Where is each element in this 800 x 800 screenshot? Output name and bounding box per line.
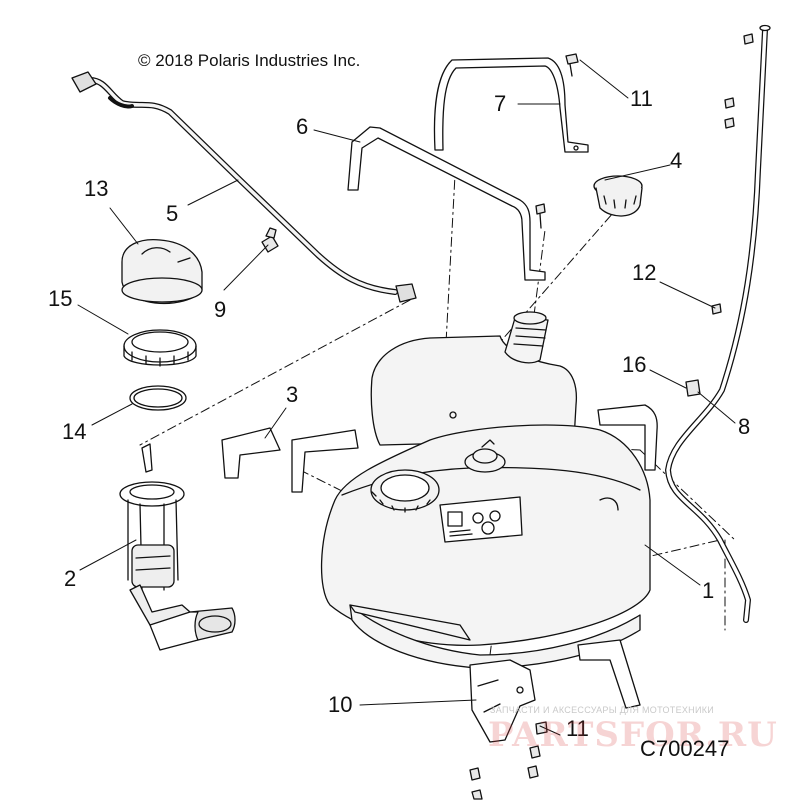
bolts	[470, 34, 753, 799]
leader-lines	[77, 59, 736, 736]
watermark-logo: PARTSFOR.RU	[488, 715, 778, 755]
callout-14-ring: 15	[48, 286, 73, 311]
part-code: C700247	[640, 736, 730, 761]
callout-8: 8	[738, 414, 751, 439]
callout-11-top: 11	[630, 86, 653, 111]
callout-5: 5	[166, 201, 179, 226]
callout-13: 13	[84, 176, 109, 201]
tank-straps	[222, 405, 657, 708]
callout-7: 7	[494, 91, 507, 116]
lock-ring	[124, 330, 196, 366]
callout-11-bottom: 11	[566, 716, 589, 741]
filler-cap	[594, 176, 642, 216]
callout-6: 6	[296, 114, 309, 139]
tube-clip	[686, 380, 700, 396]
callout-16: 16	[622, 352, 647, 377]
mount-bracket	[470, 660, 535, 742]
callout-12: 12	[632, 260, 657, 285]
pump-cover	[122, 240, 202, 304]
fuel-tank	[322, 312, 650, 668]
callout-4: 4	[670, 148, 683, 173]
copyright-text: © 2018 Polaris Industries Inc.	[138, 51, 361, 70]
hose-fitting	[262, 228, 278, 252]
callout-14: 14	[62, 419, 87, 444]
tank-bracket	[434, 58, 588, 152]
vent-hose	[72, 72, 416, 302]
drain-tube	[668, 26, 770, 621]
long-strap	[348, 127, 545, 280]
callout-10: 10	[328, 692, 353, 717]
callout-3: 3	[286, 382, 299, 407]
watermark-tagline: ЗАПЧАСТИ И АКСЕССУАРЫ ДЛЯ МОТОТЕХНИКИ	[490, 705, 715, 715]
callout-9: 9	[214, 297, 227, 322]
callout-1: 1	[702, 578, 715, 603]
callout-2: 2	[64, 566, 77, 591]
pump-gasket	[130, 386, 186, 410]
fuel-pump	[120, 444, 235, 650]
